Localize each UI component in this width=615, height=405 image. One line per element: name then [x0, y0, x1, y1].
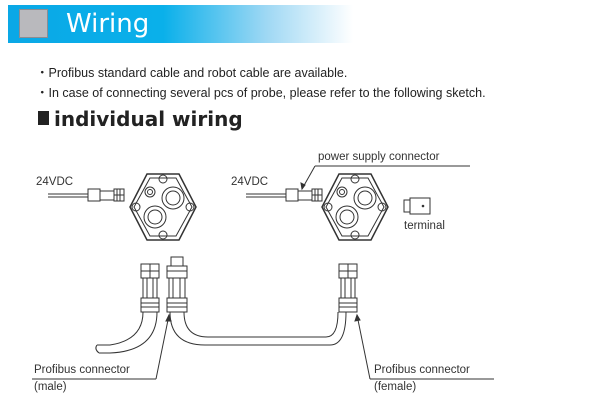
right-24vdc-label: 24VDC: [231, 176, 269, 188]
cable-link: [169, 311, 347, 346]
bullet-item: ・Profibus standard cable and robot cable…: [36, 66, 348, 80]
left-power-cable: [48, 188, 125, 202]
female-connector-leader: [354, 313, 494, 380]
left-probe-hexagon: [129, 173, 197, 241]
male-connector-leader: [32, 313, 172, 380]
header-square-icon: [19, 9, 48, 38]
profibus-connector-left: [140, 263, 160, 313]
subheading-text: individual wiring: [54, 107, 243, 131]
cable-left-out: [95, 311, 158, 354]
right-power-cable: [246, 188, 323, 202]
header-title: Wiring: [66, 9, 150, 39]
power-supply-connector-label: power supply connector: [318, 151, 440, 163]
male-connector-sublabel: (male): [34, 381, 67, 393]
terminal-icon: [403, 197, 431, 215]
square-bullet-icon: [38, 111, 49, 125]
profibus-connector-female: [338, 263, 358, 313]
female-connector-sublabel: (female): [374, 381, 417, 393]
section-subheading: individual wiring: [38, 107, 243, 131]
power-supply-leader: [300, 165, 470, 191]
female-connector-label: Profibus connector: [374, 364, 470, 376]
right-probe-hexagon: [321, 173, 389, 241]
terminal-label: terminal: [404, 220, 445, 232]
male-connector-label: Profibus connector: [34, 364, 130, 376]
bullet-list: ・Profibus standard cable and robot cable…: [36, 63, 486, 103]
section-header: Wiring: [8, 5, 353, 43]
profibus-connector-male: [166, 256, 188, 313]
left-24vdc-label: 24VDC: [36, 176, 74, 188]
bullet-item: ・In case of connecting several pcs of pr…: [36, 86, 486, 100]
